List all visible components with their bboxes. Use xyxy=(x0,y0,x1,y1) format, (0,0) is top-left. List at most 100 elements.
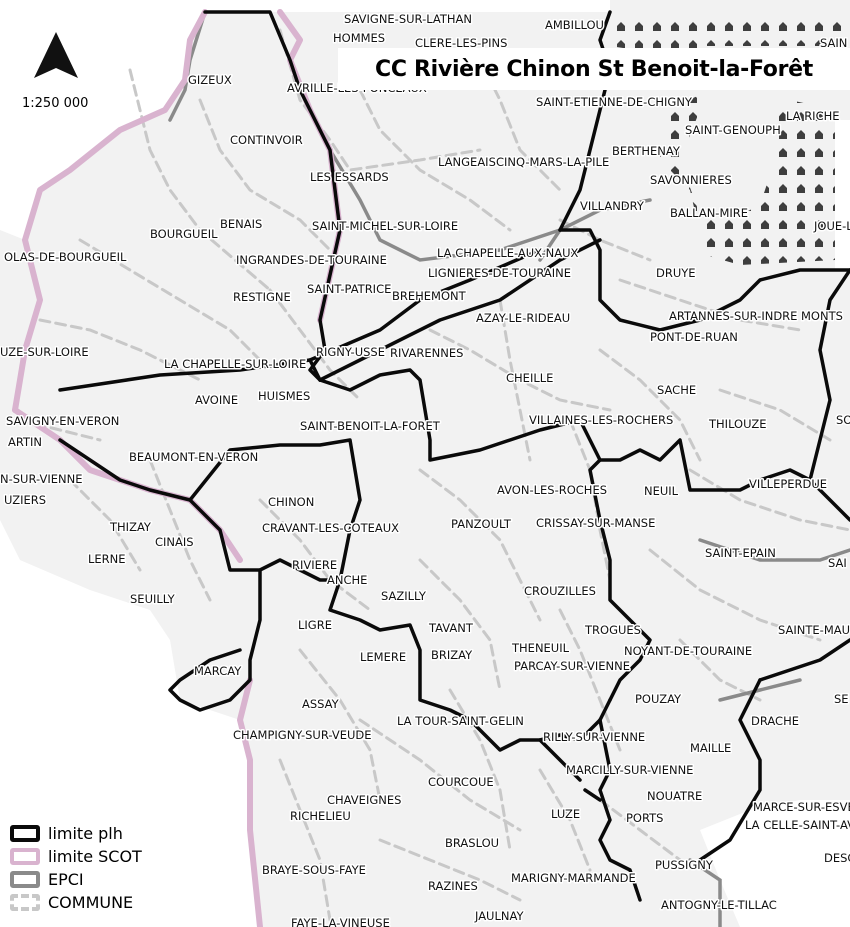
commune-label: AMBILLOU xyxy=(545,18,604,32)
commune-label: CROUZILLES xyxy=(524,584,596,598)
commune-label: INGRANDES-DE-TOURAINE xyxy=(236,253,387,267)
commune-label: MARCE-SUR-ESVE xyxy=(753,800,850,814)
commune-label: RIVARENNES xyxy=(390,346,463,360)
commune-label: NOUATRE xyxy=(647,789,702,803)
commune-label: RIGNY-USSE xyxy=(316,345,385,359)
commune-label: SO xyxy=(836,413,850,427)
commune-label: BALLAN-MIRE xyxy=(670,206,748,220)
commune-label: MAILLE xyxy=(690,741,731,755)
legend-item-commune: COMMUNE xyxy=(10,891,210,914)
commune-label: SAINT-PATRICE xyxy=(307,282,391,296)
commune-label: SAVIGNE-SUR-LATHAN xyxy=(344,12,472,26)
commune-label: LUZE xyxy=(551,807,580,821)
commune-label: PUSSIGNY xyxy=(655,858,714,872)
commune-label: DESC xyxy=(824,851,850,865)
commune-label: BERTHENAY xyxy=(612,144,681,158)
commune-label: CHAVEIGNES xyxy=(327,793,401,807)
commune-label: LIGNIERES-DE-TOURAINE xyxy=(428,266,571,280)
commune-label: SACHE xyxy=(657,383,696,397)
commune-label: LA CHAPELLE-AUX-NAUX xyxy=(437,246,579,260)
commune-label: SAIN xyxy=(820,36,847,50)
commune-symbol-icon xyxy=(10,894,40,911)
commune-label: VILLEPERDUE xyxy=(749,477,827,491)
commune-label: LA TOUR-SAINT-GELIN xyxy=(397,714,524,728)
urban-area xyxy=(610,15,850,265)
commune-label: JOUE-L xyxy=(813,219,850,233)
commune-label: PORTS xyxy=(626,811,663,825)
commune-label: CLERE-LES-PINS xyxy=(415,36,507,50)
commune-label: ASSAY xyxy=(302,697,340,711)
commune-label: CINQ-MARS-LA-PILE xyxy=(496,155,609,169)
commune-label: N-SUR-VIENNE xyxy=(0,472,82,486)
commune-label: MARIGNY-MARMANDE xyxy=(511,871,636,885)
commune-labels: SAVIGNE-SUR-LATHAN AMBILLOU HOMMES CLERE… xyxy=(0,11,850,927)
commune-label: LIGRE xyxy=(298,618,332,632)
commune-label: DRUYE xyxy=(656,266,696,280)
legend-item-epci: EPCI xyxy=(10,868,210,891)
commune-label: LERNE xyxy=(88,552,126,566)
commune-label: PARCAY-SUR-VIENNE xyxy=(514,659,630,673)
commune-label: RICHELIEU xyxy=(290,809,351,823)
epci-symbol-icon xyxy=(10,871,40,888)
commune-label: MARCAY xyxy=(194,664,242,678)
commune-label: NEUIL xyxy=(644,484,679,498)
commune-label: LA RICHE xyxy=(786,109,840,123)
commune-label: SAINT-MICHEL-SUR-LOIRE xyxy=(312,219,458,233)
commune-label: PANZOULT xyxy=(451,517,512,531)
commune-label: BEAUMONT-EN-VERON xyxy=(129,450,258,464)
commune-label: LANGEAIS xyxy=(438,155,496,169)
commune-label: HUISMES xyxy=(258,389,310,403)
commune-label: TAVANT xyxy=(428,621,474,635)
commune-label: CONTINVOIR xyxy=(230,133,303,147)
commune-label: CINAIS xyxy=(155,535,194,549)
commune-label: CRISSAY-SUR-MANSE xyxy=(536,516,655,530)
commune-label: SAVONNIERES xyxy=(650,173,732,187)
commune-label: AVOINE xyxy=(195,393,238,407)
commune-label: FAYE-LA-VINEUSE xyxy=(291,916,390,927)
commune-label: BRAYE-SOUS-FAYE xyxy=(262,863,366,877)
commune-label: SAINT-ETIENNE-DE-CHIGNY xyxy=(536,95,693,109)
commune-label: VILLANDRY xyxy=(580,199,645,213)
commune-label: RIVIERE xyxy=(292,558,337,572)
plh-symbol-icon xyxy=(10,825,40,842)
commune-label: BOURGUEIL xyxy=(150,227,218,241)
commune-label: SAINT-GENOUPH xyxy=(685,123,781,137)
commune-label: RILLY-SUR-VIENNE xyxy=(543,730,645,744)
commune-label: CHINON xyxy=(268,495,314,509)
commune-label: LA CELLE-SAINT-AV xyxy=(745,818,850,832)
legend-item-scot: limite SCOT xyxy=(10,845,210,868)
commune-label: OLAS-DE-BOURGUEIL xyxy=(4,250,127,264)
north-arrow-icon xyxy=(34,32,78,78)
commune-label: HOMMES xyxy=(333,31,385,45)
commune-label: GIZEUX xyxy=(188,73,232,87)
plh-boundaries xyxy=(58,10,850,902)
commune-label: MARCILLY-SUR-VIENNE xyxy=(566,763,693,777)
commune-label: ANCHE xyxy=(327,573,367,587)
commune-label: SAINT-BENOIT-LA-FORET xyxy=(300,419,441,433)
legend-label: COMMUNE xyxy=(48,893,134,912)
commune-label: SAVIGNY-EN-VERON xyxy=(6,414,119,428)
commune-label: THENEUIL xyxy=(511,641,570,655)
commune-label: SAI xyxy=(828,556,847,570)
map-title: CC Rivière Chinon St Benoit-la-Forêt xyxy=(338,48,850,90)
outside-zone-southeast xyxy=(700,800,850,927)
commune-label: CRAVANT-LES-COTEAUX xyxy=(262,521,399,535)
commune-label: SAINTE-MAU xyxy=(778,623,850,637)
commune-label: SAINT-EPAIN xyxy=(705,546,776,560)
legend: limite plh limite SCOT EPCI COMMUNE xyxy=(10,822,210,914)
scale-label: 1:250 000 xyxy=(22,96,89,111)
scot-symbol-icon xyxy=(10,848,40,865)
legend-label: limite plh xyxy=(48,824,123,843)
outside-zone-north xyxy=(835,120,850,270)
commune-label: SE xyxy=(834,692,849,706)
legend-label: limite SCOT xyxy=(48,847,142,866)
commune-label: UZE-SUR-LOIRE xyxy=(0,345,89,359)
commune-label: ARTANNES-SUR-INDRE xyxy=(669,309,797,323)
commune-label: RESTIGNE xyxy=(233,290,291,304)
commune-label: SEUILLY xyxy=(130,592,176,606)
commune-label: THILOUZE xyxy=(708,417,766,431)
commune-label: BREHEMONT xyxy=(392,289,467,303)
commune-label: THIZAY xyxy=(109,520,152,534)
